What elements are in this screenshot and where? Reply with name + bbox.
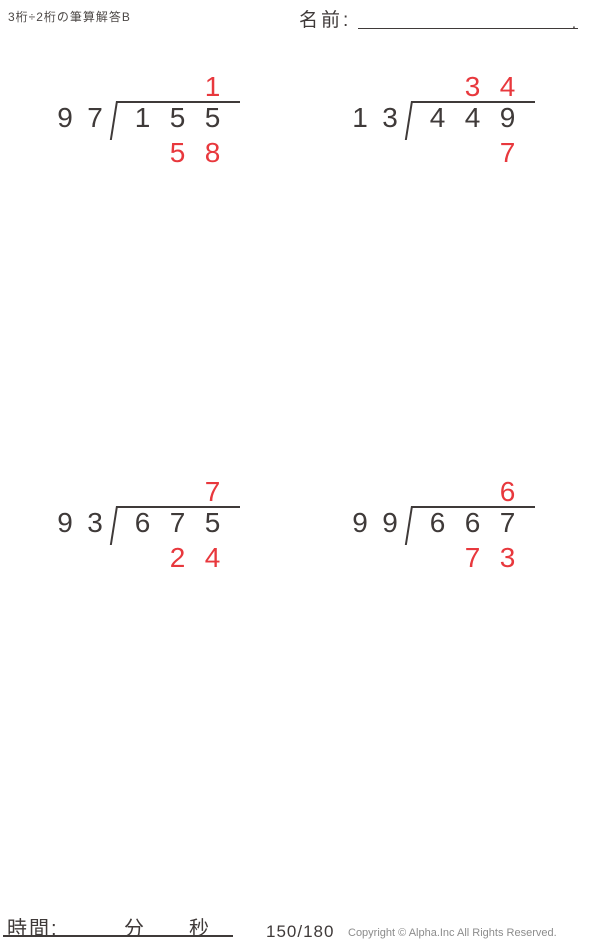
quotient-digit [420,74,455,100]
quotient-digit [420,479,455,505]
quotient-row: 7 [125,476,230,507]
division-bracket-line [109,506,118,545]
remainder-digit: 7 [499,137,516,168]
remainder-row: 5 8 [125,137,230,168]
divisor-digit: 9 [352,507,368,538]
quotient-digit [160,74,195,100]
dividend-digit: 1 [134,102,151,133]
quotient-digit: 7 [204,476,221,507]
remainder-digit [125,545,160,571]
remainder-digit: 4 [204,542,221,573]
name-fill-line: . [358,4,578,32]
remainder-digit [420,140,455,166]
quotient-row: 1 [125,71,230,102]
quotient-digit [160,479,195,505]
remainder-digit: 2 [169,542,186,573]
divisor: 9 3 [50,507,110,538]
divisor: 9 7 [50,102,110,133]
name-label: 名前: [299,10,352,31]
quotient-digit: 3 [464,71,481,102]
divisor: 9 9 [345,507,405,538]
quotient-digit [125,479,160,505]
remainder-row: 7 [420,137,525,168]
divisor-digit: 3 [382,102,398,133]
page-number: 150/180 [266,922,335,941]
dividend-digit: 4 [464,102,481,133]
dividend-digit: 6 [464,507,481,538]
dividend-digit: 6 [134,507,151,538]
division-bracket-line [404,506,413,545]
dividend-row: 1 5 5 [125,102,230,133]
dividend-digit: 5 [204,102,221,133]
quotient-digit: 4 [499,71,516,102]
division-problem-4: 6 9 9 6 6 7 7 3 [345,478,545,583]
quotient-digit [455,479,490,505]
time-label: 時間: [7,918,59,940]
remainder-row: 7 3 [420,542,525,573]
remainder-digit [455,140,490,166]
dividend-digit: 7 [499,507,516,538]
remainder-digit: 3 [499,542,516,573]
division-problem-2: 3 4 1 3 4 4 9 7 [345,73,545,178]
minutes-label: 分 [124,918,144,940]
name-line-period: . [571,15,576,32]
divisor: 1 3 [345,102,405,133]
quotient-row: 6 [420,476,525,507]
dividend-digit: 5 [204,507,221,538]
quotient-row: 3 4 [420,71,525,102]
remainder-digit: 5 [169,137,186,168]
division-bar [411,506,535,508]
seconds-label: 秒 [189,918,209,940]
divisor-digit: 9 [382,507,398,538]
remainder-digit: 8 [204,137,221,168]
division-bar [116,101,240,103]
dividend-digit: 7 [169,507,186,538]
division-bracket-line [109,101,118,140]
dividend-row: 4 4 9 [420,102,525,133]
quotient-digit: 1 [204,71,221,102]
division-problem-3: 7 9 3 6 7 5 2 4 [50,478,250,583]
remainder-digit: 7 [464,542,481,573]
division-bar [116,506,240,508]
divisor-digit: 7 [87,102,103,133]
dividend-digit: 9 [499,102,516,133]
dividend-digit: 6 [429,507,446,538]
divisor-digit: 1 [352,102,368,133]
quotient-digit [125,74,160,100]
dividend-digit: 4 [429,102,446,133]
remainder-digit [420,545,455,571]
dividend-row: 6 6 7 [420,507,525,538]
time-fill-line: 時間: 分 秒 [3,910,233,940]
quotient-digit: 6 [499,476,516,507]
division-problem-1: 1 9 7 1 5 5 5 8 [50,73,250,178]
divisor-digit: 3 [87,507,103,538]
division-bar [411,101,535,103]
worksheet-title: 3桁÷2桁の筆算解答B [8,10,131,24]
dividend-row: 6 7 5 [125,507,230,538]
remainder-digit [125,140,160,166]
divisor-digit: 9 [57,507,73,538]
dividend-digit: 5 [169,102,186,133]
divisor-digit: 9 [57,102,73,133]
division-bracket-line [404,101,413,140]
copyright-notice: Copyright © Alpha.Inc All Rights Reserve… [348,927,557,939]
remainder-row: 2 4 [125,542,230,573]
